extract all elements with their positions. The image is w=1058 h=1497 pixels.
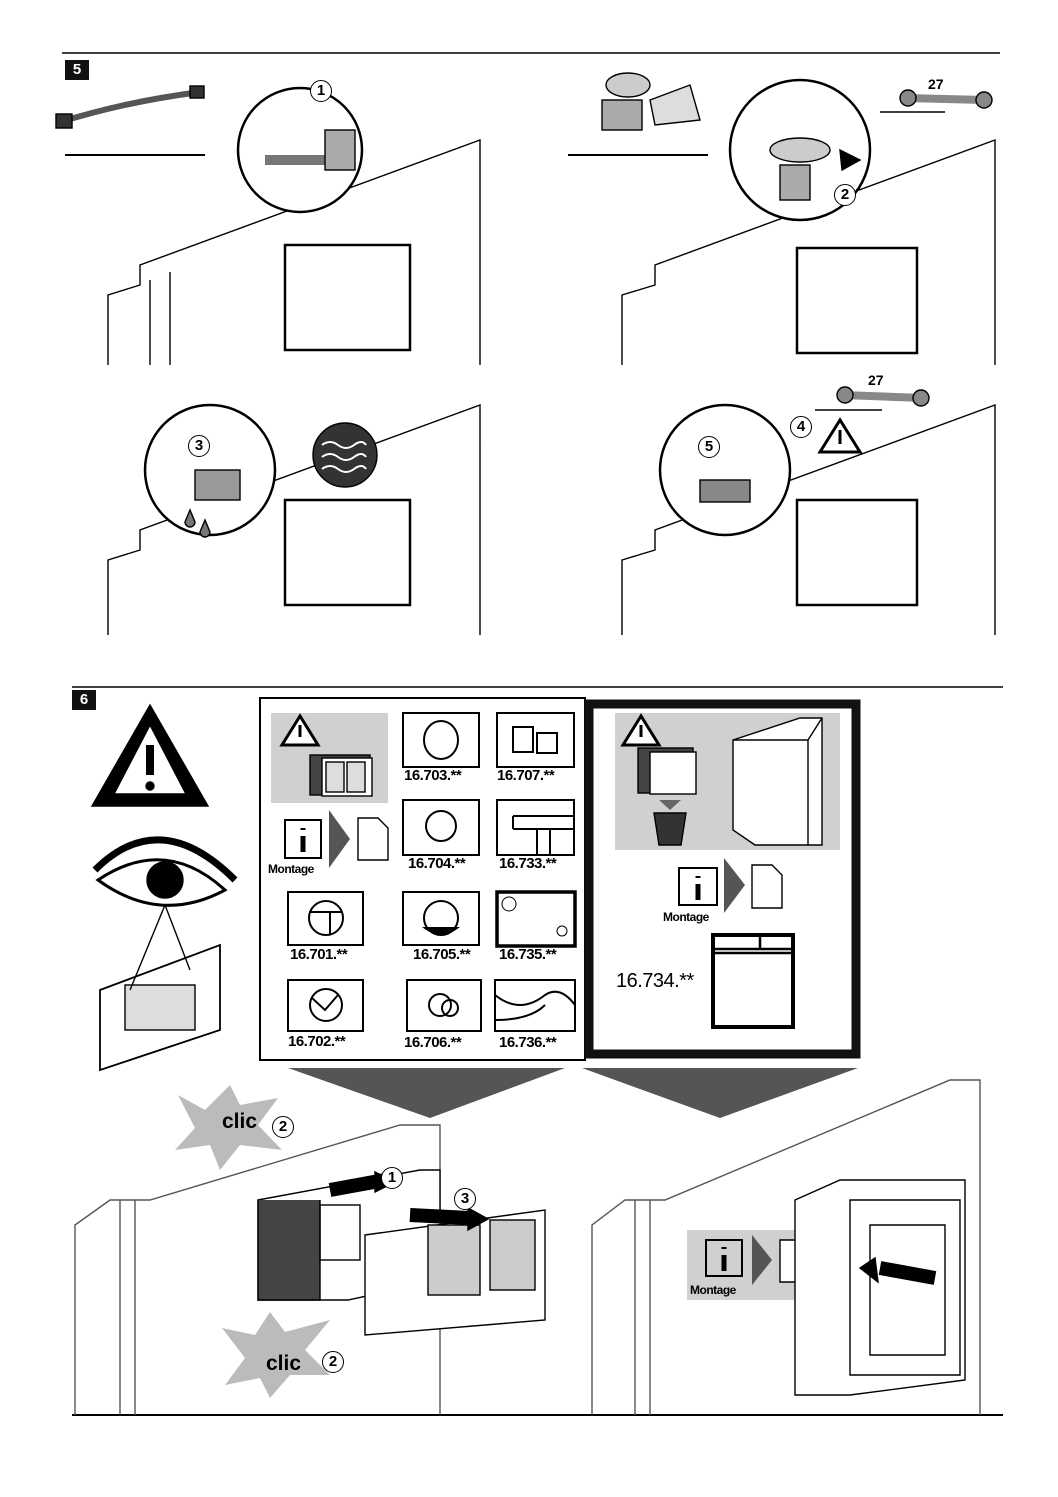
montage-label: Montage [663,910,709,924]
callout-number: 3 [454,1188,476,1210]
callout-number: 2 [272,1116,294,1138]
callout-number: 5 [698,436,720,458]
plate-code: 16.705.** [413,946,471,963]
clic-label: clic [266,1352,302,1375]
callout-number: 4 [790,416,812,438]
callout-number: 2 [834,184,856,206]
info-icon [705,1239,743,1277]
trash-icon [653,812,687,846]
clic-burst [222,1312,330,1398]
step-number: 5 [65,60,89,80]
eye-icon [92,836,238,907]
wrench-icon [899,89,993,109]
arrow-down-shape [288,1068,565,1118]
arrow-icon [329,810,350,868]
montage-label: Montage [268,862,314,876]
special-plate-code: 16.734.** [616,970,694,992]
step-number: 6 [72,690,96,710]
water-icon [312,422,378,488]
magnifier-detail [658,403,792,537]
plate-code: 16.735.** [499,946,557,963]
wall-frame-illustration [107,138,481,365]
plate-code: 16.701.** [290,946,348,963]
valve-illustration [601,72,701,131]
plate-code: 16.704.** [408,855,466,872]
plate-code: 16.706.** [404,1034,462,1051]
special-plate-box [584,699,861,1059]
wrench-size-label: 27 [868,372,884,388]
warning-icon [90,703,210,807]
control-panel-illustration [99,943,221,1072]
frame-cabinet-illustration [794,1179,966,1396]
clic-burst [175,1085,282,1170]
wrench-size-label: 27 [928,76,944,92]
callout-number: 1 [381,1167,403,1189]
plate-code: 16.703.** [404,767,462,784]
document-icon [751,864,783,909]
clic-label: clic [222,1110,258,1133]
callout-number: 3 [188,435,210,457]
plate-code: 16.736.** [499,1034,557,1051]
plate-code: 16.707.** [497,767,555,784]
plate-code: 16.733.** [499,855,557,872]
montage-label: Montage [690,1283,736,1297]
plate-code: 16.702.** [288,1033,346,1050]
wrench-icon [836,386,930,407]
info-icon [678,867,718,906]
document-icon [357,817,389,861]
flush-module-illustration [257,1169,546,1336]
magnifier-detail [236,86,364,214]
hose-illustration [55,85,205,129]
info-icon [284,819,322,859]
callout-number: 2 [322,1351,344,1373]
callout-number: 1 [310,80,332,102]
arrow-down-shape [582,1068,858,1118]
warning-icon [817,417,863,454]
